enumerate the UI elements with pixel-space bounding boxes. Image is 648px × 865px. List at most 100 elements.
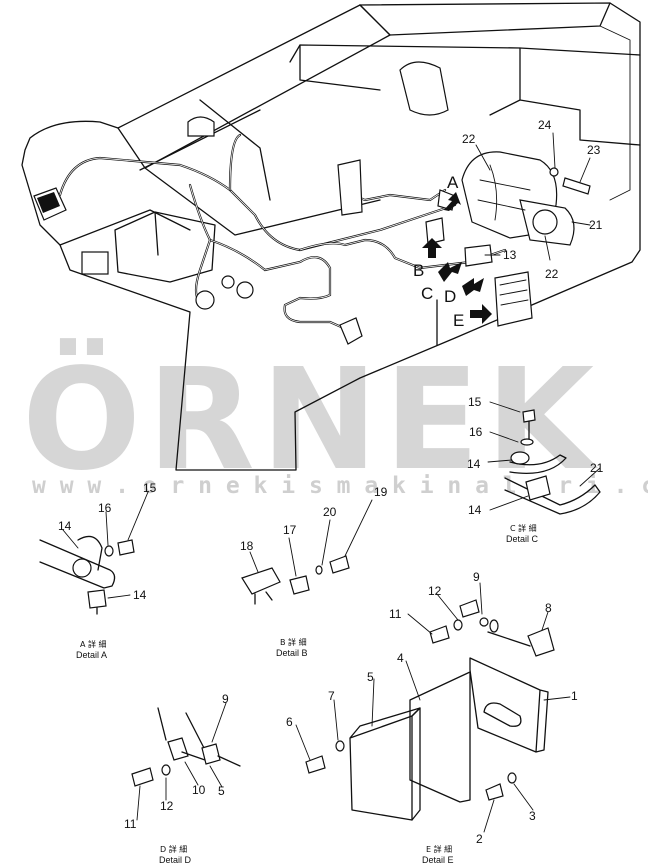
- detail-a-jp: A 詳 細: [80, 639, 107, 649]
- detail-b: 18 17 20 19 B 詳 細 Detail B: [240, 485, 388, 658]
- washer-icon: [104, 545, 114, 557]
- clamp-icon: [525, 475, 551, 501]
- view-letter-a: A: [447, 173, 459, 192]
- work-lamp-lens: [37, 192, 60, 213]
- right-cabinet: [519, 47, 641, 146]
- washer-icon: [335, 740, 345, 752]
- callout-3: 3: [529, 809, 536, 823]
- machine-body-outline: [21, 2, 641, 471]
- detail-d-jp: D 詳 細: [160, 844, 187, 854]
- mounting-plate: [409, 671, 471, 803]
- muffler-icon: [399, 61, 449, 116]
- detail-c-jp: C 詳 細: [510, 523, 537, 533]
- callout-12: 12: [428, 584, 442, 598]
- callout-19: 19: [374, 485, 388, 499]
- nut-icon: [479, 617, 489, 627]
- callout-14b: 14: [468, 503, 482, 517]
- callout-24: 24: [538, 118, 552, 132]
- washer-icon: [549, 167, 559, 177]
- callout-2: 2: [476, 832, 483, 846]
- engine-cover-side: [299, 44, 381, 91]
- watermark-url: w w w . o r n e k i s m a k i n a l a r …: [32, 473, 648, 499]
- arrow-c-icon: [438, 262, 462, 282]
- clamp-icon: [510, 451, 530, 465]
- detail-c-label: Detail C: [506, 534, 539, 544]
- detail-e: 9 8 11 12 4 5 1 7 6 3 2 E 詳 細 Detail E: [286, 570, 578, 865]
- bolt-icon: [459, 599, 480, 618]
- clamp-icon: [87, 589, 107, 609]
- bolt-icon: [117, 539, 135, 556]
- callout-22: 22: [462, 132, 476, 146]
- clamp-bracket-icon: [425, 217, 445, 245]
- callout-20: 20: [323, 505, 337, 519]
- callout-6: 6: [286, 715, 293, 729]
- main-assembly: A B C D E 22 24 23 21 13 22: [21, 2, 641, 471]
- view-letter-e: E: [453, 311, 464, 330]
- detail-c: 15 16 14 14 21 C 詳 細 Detail C: [467, 395, 604, 544]
- relay-unit-icon: [241, 567, 281, 595]
- sensor-body-icon: [167, 737, 189, 761]
- arrow-b-icon: [422, 238, 442, 258]
- mounting-bracket: [469, 657, 549, 753]
- detail-b-jp: B 詳 細: [280, 637, 307, 647]
- callout-9: 9: [473, 570, 480, 584]
- connector-ring-icon: [221, 275, 235, 289]
- main-wire-harness: [58, 156, 457, 252]
- view-letter-d: D: [444, 287, 456, 306]
- detail-d: 9 11 12 10 5 D 詳 細 Detail D: [124, 692, 241, 865]
- callout-22b: 22: [545, 267, 559, 281]
- step-edge: [144, 99, 381, 236]
- callout-9: 9: [222, 692, 229, 706]
- bolt-icon: [522, 409, 536, 423]
- watermark-brand: ÖRNEK: [22, 337, 600, 502]
- callout-21: 21: [589, 218, 603, 232]
- watermark: ÖRNEK w w w . o r n e k i s m a k i n a …: [22, 337, 648, 502]
- bolt-icon: [429, 625, 450, 644]
- callout-16: 16: [98, 501, 112, 515]
- callout-4: 4: [397, 651, 404, 665]
- relay-block-icon: [464, 244, 493, 267]
- callout-14b: 14: [133, 588, 147, 602]
- arrow-a-icon: [444, 192, 461, 211]
- bolt-icon: [329, 555, 350, 574]
- callout-18: 18: [240, 539, 254, 553]
- plug-connector-icon: [339, 317, 363, 345]
- relay-box-icon: [81, 251, 109, 275]
- arrow-d-icon: [462, 278, 484, 296]
- fuel-cap-icon: [187, 116, 215, 137]
- washer-icon: [161, 764, 171, 776]
- callout-7: 7: [328, 689, 335, 703]
- washer-icon: [520, 438, 534, 446]
- washer-icon: [489, 619, 499, 633]
- sensor-body-icon: [201, 743, 221, 765]
- bolt-icon: [562, 177, 591, 195]
- callout-13: 13: [503, 248, 517, 262]
- callout-10: 10: [192, 783, 206, 797]
- bolt-icon: [305, 755, 326, 774]
- callout-21: 21: [590, 461, 604, 475]
- detail-b-label: Detail B: [276, 648, 308, 658]
- view-letter-b: B: [413, 261, 424, 280]
- detail-e-label: Detail E: [422, 855, 454, 865]
- clamp-bracket-icon: [289, 575, 310, 595]
- callout-8: 8: [545, 601, 552, 615]
- callout-1: 1: [571, 689, 578, 703]
- washer-icon: [507, 772, 517, 784]
- alternator-icon: [532, 209, 558, 235]
- harness-pipe: [504, 477, 601, 515]
- detail-e-jp: E 詳 細: [426, 844, 452, 854]
- side-frame-edge: [59, 109, 261, 246]
- callout-11: 11: [124, 817, 137, 831]
- callout-23: 23: [587, 143, 601, 157]
- switch-cable: [487, 631, 531, 647]
- callout-12: 12: [160, 799, 174, 813]
- callout-5: 5: [367, 670, 374, 684]
- hose-pipe: [509, 454, 567, 475]
- wire-lead: [157, 707, 205, 749]
- switch-bracket-icon: [337, 159, 363, 216]
- rear-deck: [359, 2, 611, 36]
- callout-14: 14: [58, 519, 72, 533]
- callout-16: 16: [469, 425, 483, 439]
- clamp-icon: [72, 558, 92, 578]
- callout-5: 5: [218, 784, 225, 798]
